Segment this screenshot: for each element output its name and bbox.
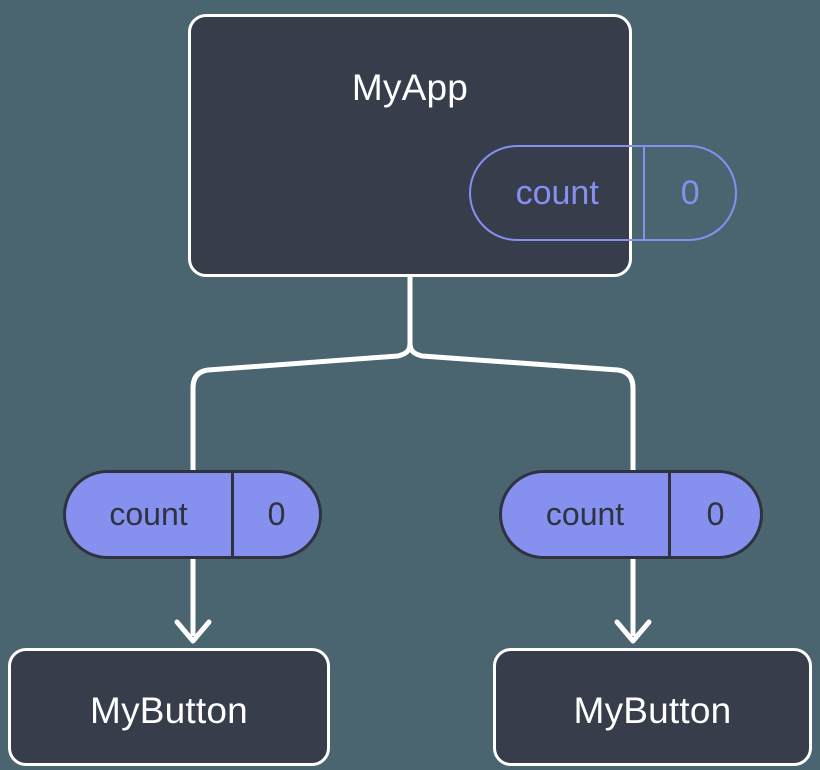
node-mybutton-label: MyButton xyxy=(573,690,732,731)
state-pill-key: count xyxy=(545,496,625,532)
node-mybutton-right[interactable]: MyButton xyxy=(493,648,812,766)
state-pill-key: count xyxy=(109,496,188,532)
state-pill-value: 0 xyxy=(668,473,760,556)
node-myapp-label: MyApp xyxy=(351,67,469,108)
state-pill-value: 0 xyxy=(643,147,735,239)
node-myapp[interactable]: MyApp count 0 xyxy=(188,14,737,277)
state-pill-key: count xyxy=(515,173,599,212)
tree-fork-connector xyxy=(190,274,636,473)
arrow-down-icon xyxy=(614,559,652,644)
state-pill-right-branch[interactable]: count 0 xyxy=(499,470,763,559)
node-mybutton-left[interactable]: MyButton xyxy=(8,648,330,766)
state-pill-value: 0 xyxy=(231,473,319,556)
node-mybutton-label: MyButton xyxy=(90,690,248,731)
arrow-down-icon xyxy=(174,559,212,644)
state-pill-myapp[interactable]: count 0 xyxy=(469,145,737,241)
state-pill-left-branch[interactable]: count 0 xyxy=(63,470,322,559)
